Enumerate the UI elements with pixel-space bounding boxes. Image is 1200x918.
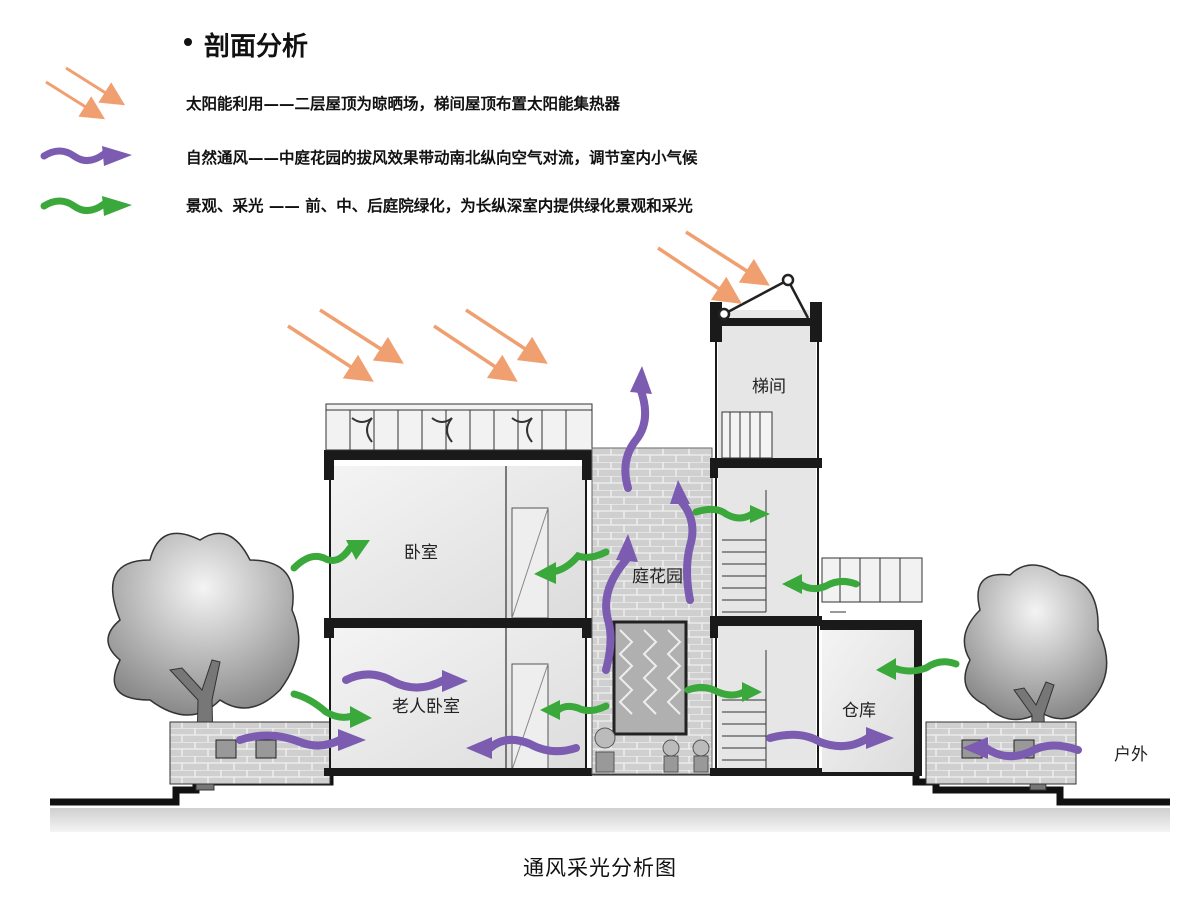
room-label-elder-bedroom: 老人卧室 <box>392 697 460 717</box>
light-arrowheads <box>346 505 896 728</box>
page-title: 剖面分析 <box>204 32 309 62</box>
wind-arrowheads <box>338 366 988 759</box>
legend-wind-text: 自然通风——中庭花园的拔风效果带动南北纵向空气对流，调节室内小气候 <box>186 149 698 167</box>
legend-solar-icon <box>45 66 126 120</box>
diagram-caption: 通风采光分析图 <box>523 856 677 880</box>
legend-light-icon <box>40 196 132 216</box>
wind-arrows <box>236 384 1082 761</box>
light-arrows <box>290 505 960 721</box>
ground <box>50 808 1170 832</box>
legend-solar-text: 太阳能利用——二层屋顶为晾晒场，梯间屋顶布置太阳能集热器 <box>186 95 621 113</box>
courtyard-lattice-screen <box>612 620 688 736</box>
title-bullet <box>184 38 192 46</box>
legend-light-text: 景观、采光 —— 前、中、后庭院绿化，为长纵深室内提供绿化景观和采光 <box>186 197 693 215</box>
room-label-stair: 梯间 <box>752 377 786 397</box>
storage-structure <box>820 620 922 776</box>
room-label-courtyard: 庭花园 <box>632 567 683 587</box>
stair-flights <box>721 411 773 768</box>
roof-railing-main <box>325 403 593 451</box>
solar-collector <box>717 273 810 321</box>
left-garden-wall <box>169 721 331 785</box>
room-label-storage: 仓库 <box>842 701 876 721</box>
room-label-bedroom: 卧室 <box>404 543 438 563</box>
room-label-outdoor: 户外 <box>1114 745 1148 765</box>
solar-arrows <box>287 230 770 382</box>
wall-lattice-window <box>215 739 237 759</box>
potted-plants <box>594 727 710 773</box>
wall-lattice-window <box>255 739 277 759</box>
legend-wind-icon <box>40 146 132 166</box>
